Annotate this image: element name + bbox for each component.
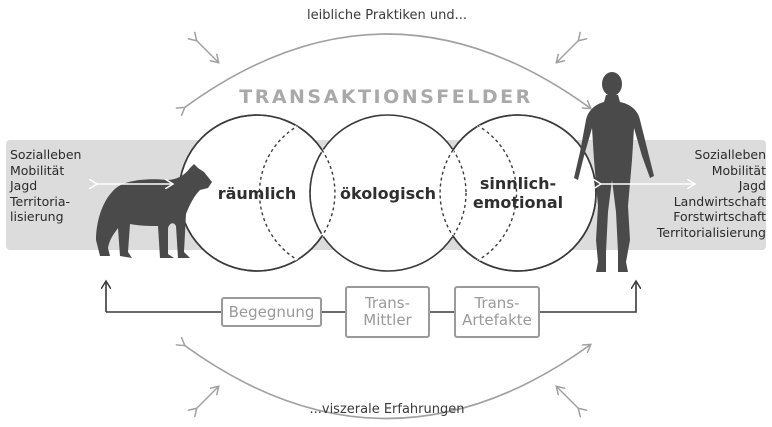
list-item: Territorialisierung	[656, 224, 766, 240]
circle-label-ecological: ökologisch	[339, 184, 436, 203]
bottom-arc	[184, 345, 590, 420]
right-activity-list: Sozialleben Mobilität Jagd Landwirtschaf…	[657, 147, 766, 240]
list-item: Forstwirtschaft	[673, 209, 766, 224]
box-trans-artifacts: Trans- Artefakte	[454, 286, 540, 338]
overlap-left	[257, 118, 311, 268]
circle-label-spatial: räumlich	[217, 184, 297, 203]
list-item: Territoria-	[10, 193, 71, 209]
box-trans-mediator: Trans- Mittler	[345, 286, 430, 338]
overlap-right	[465, 118, 519, 268]
diagram-title: TRANSAKTIONSFELDER	[239, 86, 533, 108]
list-item: Jagd	[738, 178, 766, 193]
list-item: Sozialleben	[694, 147, 766, 162]
top-arc	[184, 33, 590, 108]
bottom-arc-label: ...viszerale Erfahrungen	[309, 402, 465, 417]
list-item: Mobilität	[10, 162, 65, 178]
circle-label-sensory: sinnlich- emotional	[472, 174, 564, 212]
list-item: Mobilität	[711, 162, 766, 178]
box-encounter: Begegnung	[221, 297, 322, 327]
list-item: lisierung	[10, 209, 64, 224]
list-item: Jagd	[10, 178, 38, 193]
left-activity-list: Sozialleben Mobilität Jagd Territoria- l…	[10, 147, 81, 225]
top-arc-label: leibliche Praktiken und...	[307, 8, 467, 23]
list-item: Landwirtschaft	[673, 193, 766, 209]
list-item: Sozialleben	[10, 147, 82, 162]
diagonal-arrows	[196, 40, 579, 409]
